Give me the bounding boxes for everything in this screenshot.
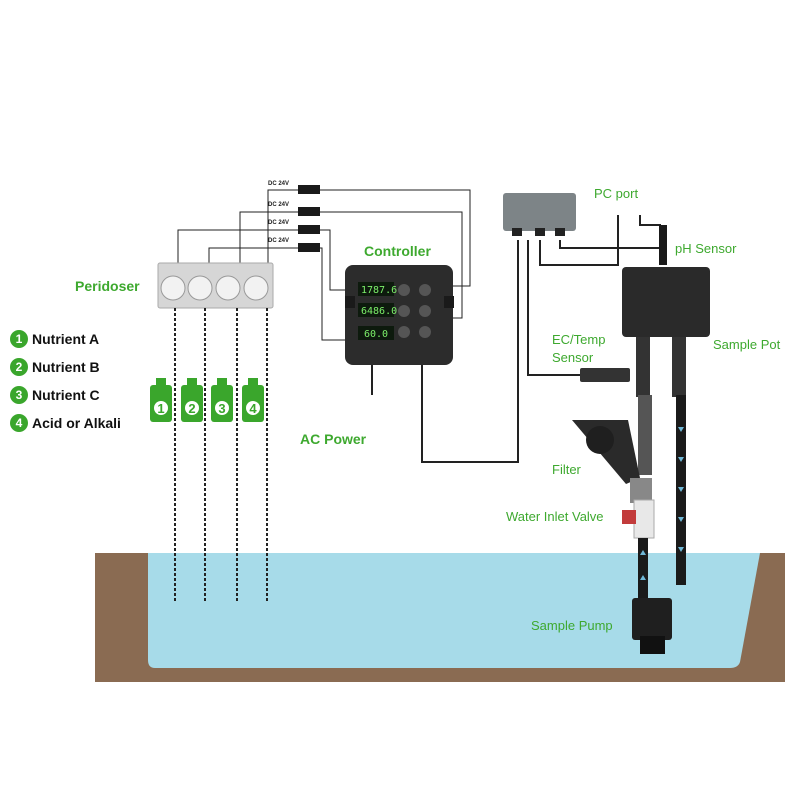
dc-wires — [177, 189, 471, 341]
dc-label-3: DC 24V — [268, 220, 290, 226]
legend-item: 1 Nutrient A — [10, 325, 121, 353]
lcd-reading-1: 1787.6 — [361, 285, 397, 296]
legend-label: Nutrient C — [32, 387, 100, 403]
peridoser-unit — [157, 262, 274, 309]
lcd-reading-2: 6486.0 — [361, 306, 397, 317]
label-filter: Filter — [552, 462, 581, 477]
legend-item: 3 Nutrient C — [10, 381, 121, 409]
dc-label-4: DC 24V — [268, 238, 290, 244]
inlet-assembly — [572, 395, 655, 600]
label-ac-power: AC Power — [300, 431, 367, 447]
dc-label-1: DC 24V — [268, 181, 290, 187]
controller-unit: 1787.6 6486.0 60.0 — [345, 265, 454, 395]
legend-label: Acid or Alkali — [32, 415, 121, 431]
legend-badge: 1 — [10, 330, 28, 348]
bottle-4-num: 4 — [249, 401, 257, 416]
legend-badge: 2 — [10, 358, 28, 376]
ph-sensor-probe — [659, 225, 667, 265]
nutrient-bottles: 1 2 3 4 — [150, 378, 264, 422]
bottle-1: 1 — [150, 378, 172, 422]
bottle-2: 2 — [181, 378, 203, 422]
bottle-2-num: 2 — [188, 401, 195, 416]
legend-item: 2 Nutrient B — [10, 353, 121, 381]
legend-badge: 3 — [10, 386, 28, 404]
bottle-3: 3 — [211, 378, 233, 422]
label-sample-pot: Sample Pot — [713, 337, 781, 352]
bottle-1-num: 1 — [157, 401, 164, 416]
lcd-reading-3: 60.0 — [364, 329, 388, 340]
label-peridoser: Peridoser — [75, 278, 140, 294]
pc-hub — [503, 193, 576, 236]
sample-pump — [632, 598, 672, 654]
legend-item: 4 Acid or Alkali — [10, 409, 121, 437]
label-water-inlet-valve: Water Inlet Valve — [506, 509, 604, 524]
label-ec-temp-line1: EC/Temp — [552, 332, 606, 347]
sample-pot-unit — [580, 267, 710, 397]
legend-label: Nutrient B — [32, 359, 100, 375]
dosing-tubes — [174, 308, 268, 603]
label-pc-port: PC port — [594, 186, 639, 201]
outlet-pipe — [676, 395, 686, 585]
label-controller: Controller — [364, 243, 431, 259]
legend-label: Nutrient A — [32, 331, 100, 347]
label-ph-sensor: pH Sensor — [675, 241, 737, 256]
bottle-3-num: 3 — [218, 401, 225, 416]
label-ec-temp-line2: Sensor — [552, 350, 594, 365]
legend-badge: 4 — [10, 414, 28, 432]
label-sample-pump: Sample Pump — [531, 618, 613, 633]
dc-connectors — [298, 185, 320, 252]
bottle-4: 4 — [242, 378, 264, 422]
nutrient-legend: 1 Nutrient A 2 Nutrient B 3 Nutrient C 4… — [10, 325, 121, 437]
dc-label-2: DC 24V — [268, 202, 290, 208]
